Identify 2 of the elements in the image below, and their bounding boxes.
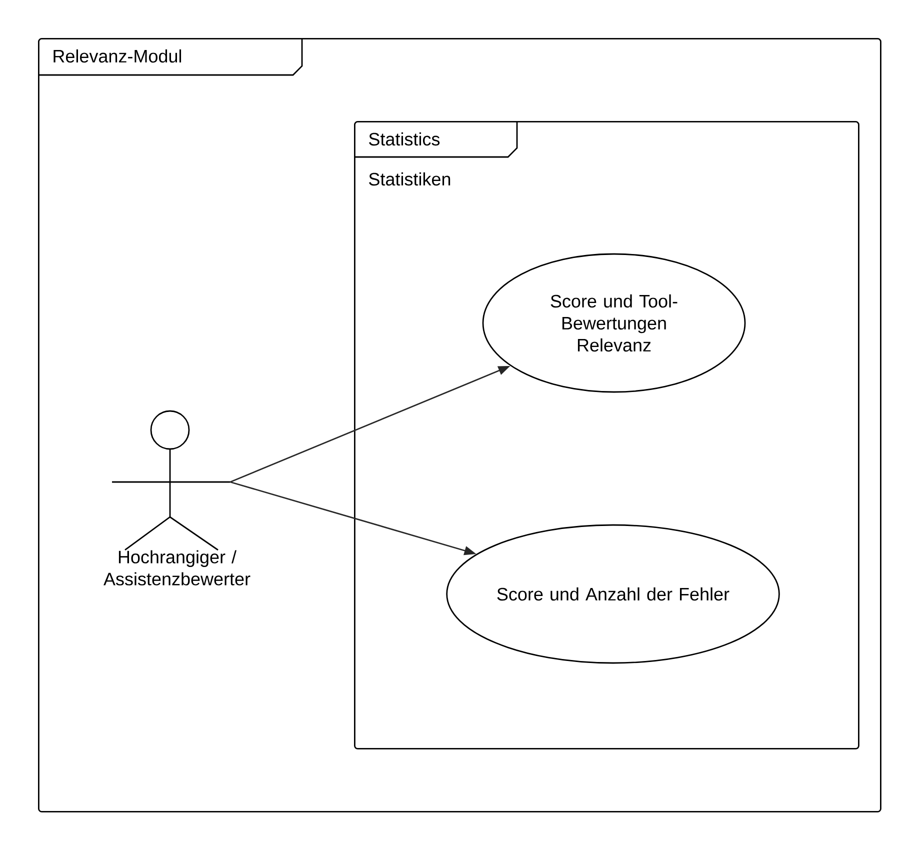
node-label: Hochrangiger / Assistenzbewerter	[104, 550, 250, 586]
actor-figure: Hochrangiger / Assistenzbewerter	[104, 410, 250, 586]
